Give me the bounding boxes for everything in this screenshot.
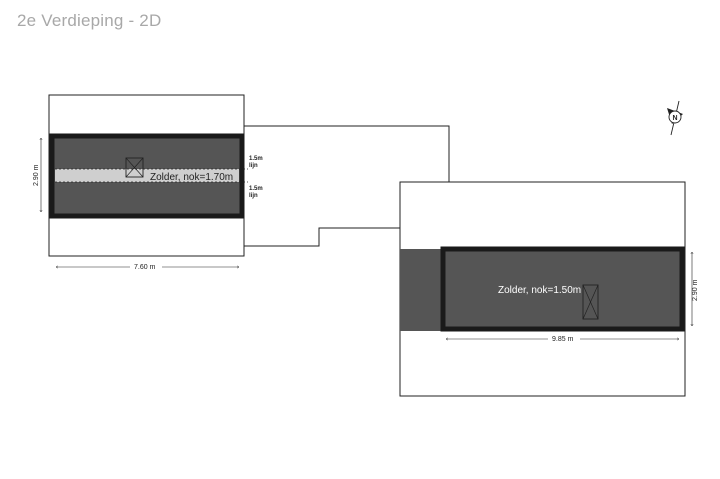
left-hatch-icon [125, 157, 144, 178]
height-line-top-unit: lijn [249, 163, 258, 169]
right-stair-area [400, 249, 443, 331]
right-height-dimension: 2.90 m [692, 279, 699, 301]
right-hatch-icon [582, 284, 599, 320]
height-line-bottom-value: 1.5m [249, 186, 263, 192]
height-line-bottom-unit: lijn [249, 193, 258, 199]
right-width-dimension: 9.85 m [552, 336, 574, 343]
compass-icon: N [667, 100, 683, 136]
left-height-band [55, 169, 239, 182]
left-room-label: Zolder, nok=1.70m [150, 172, 233, 183]
compass-letter: N [673, 115, 678, 122]
left-height-dimension: 2.90 m [33, 164, 40, 186]
right-room-label: Zolder, nok=1.50m [498, 285, 581, 296]
right-attic-room[interactable] [440, 246, 685, 332]
building-outline [244, 125, 450, 247]
left-width-dimension: 7.60 m [134, 264, 156, 271]
height-line-top-value: 1.5m [249, 156, 263, 162]
page-title: 2e Verdieping - 2D [17, 11, 162, 30]
